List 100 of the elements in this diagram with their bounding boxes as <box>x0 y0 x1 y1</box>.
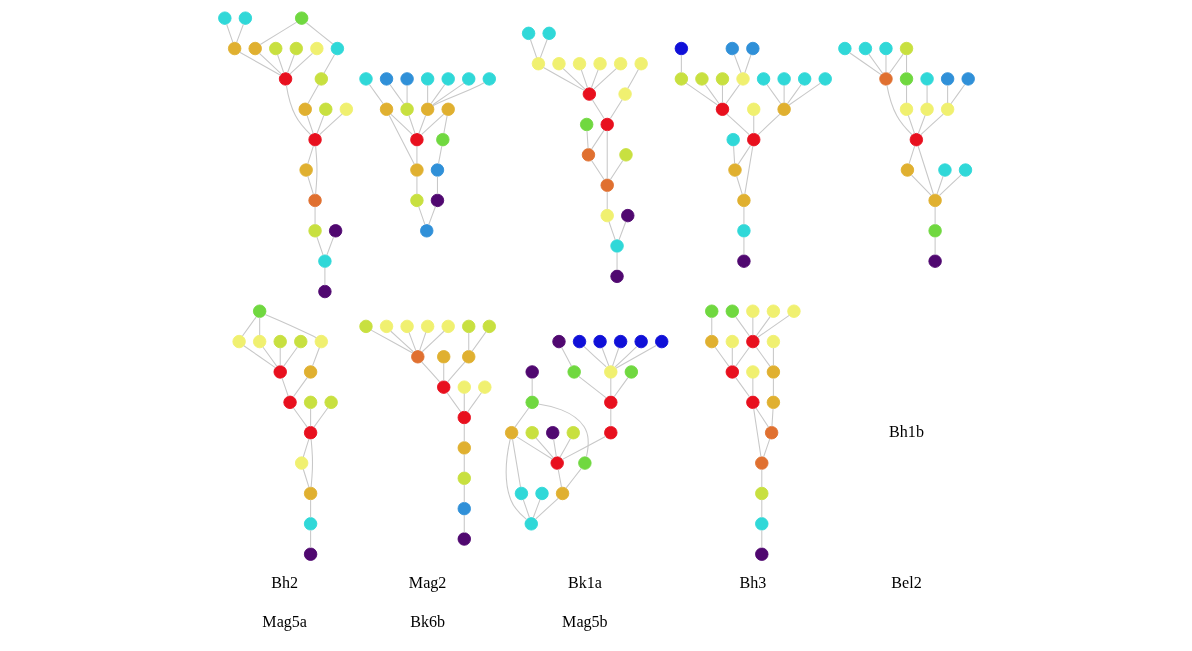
node-circle <box>339 102 353 116</box>
connector <box>742 206 744 225</box>
node-circle <box>736 254 751 268</box>
node-circle <box>715 102 729 116</box>
connector <box>743 145 753 195</box>
node-circle <box>330 41 344 56</box>
node-circle <box>317 284 332 299</box>
node-circle <box>273 334 287 349</box>
connector <box>408 332 416 352</box>
connector <box>724 84 740 105</box>
node-circle <box>746 102 760 116</box>
node-circle <box>298 163 313 177</box>
node-circle <box>674 41 688 56</box>
node-circle <box>268 41 282 56</box>
connector <box>772 347 774 367</box>
node-circle <box>766 304 780 318</box>
node-circle <box>318 102 332 116</box>
node-circle <box>899 102 913 116</box>
connector <box>756 314 790 338</box>
node-circle <box>314 72 328 86</box>
connector <box>407 114 416 135</box>
label: Mag5a <box>261 612 307 630</box>
node-circle <box>797 72 811 86</box>
connector <box>742 236 744 256</box>
node-circle <box>766 334 780 349</box>
node-circle <box>940 72 954 86</box>
connector <box>285 84 311 136</box>
node-circle <box>900 163 914 177</box>
connector <box>685 82 718 106</box>
connector <box>306 145 314 165</box>
node-circle <box>457 501 471 516</box>
connector <box>586 130 589 149</box>
node-circle <box>379 102 393 116</box>
node-circle <box>514 486 528 501</box>
node-circle <box>754 547 768 561</box>
connector <box>522 499 530 519</box>
node-circle <box>399 319 414 334</box>
connector <box>765 84 781 105</box>
connector <box>258 52 282 75</box>
node-circle <box>600 178 614 192</box>
node-circle <box>409 163 424 177</box>
node-circle <box>937 163 952 177</box>
node-circle <box>399 102 414 116</box>
node-circle <box>323 395 338 410</box>
node-circle <box>582 87 596 101</box>
node-circle <box>430 163 444 177</box>
node-circle <box>524 395 539 410</box>
connector <box>557 468 562 488</box>
node-circle <box>704 304 718 318</box>
connector <box>281 377 289 397</box>
node-circle <box>461 350 475 364</box>
connector <box>238 51 281 76</box>
node-circle <box>858 41 872 56</box>
node-circle <box>603 426 617 440</box>
node-circle <box>613 57 627 71</box>
connector <box>601 347 609 367</box>
connector <box>762 438 770 458</box>
connector <box>314 206 316 225</box>
node-circle <box>314 334 328 349</box>
node-circle <box>307 224 322 238</box>
node-circle <box>217 11 232 25</box>
connector <box>760 468 762 488</box>
node-circle <box>736 193 751 208</box>
connector <box>529 38 537 59</box>
node-circle <box>958 163 972 177</box>
node-circle <box>551 334 566 349</box>
node-circle <box>609 239 624 253</box>
connector <box>592 68 617 90</box>
connector <box>552 438 557 458</box>
node-circle <box>524 365 539 379</box>
connector <box>463 453 465 473</box>
node-circle <box>572 334 586 349</box>
connector <box>279 347 281 367</box>
node-circle <box>654 334 668 349</box>
connector <box>561 435 606 460</box>
node-circle <box>252 334 266 349</box>
connector <box>577 375 607 399</box>
node-circle <box>837 41 852 56</box>
connector <box>949 84 965 105</box>
node-circle <box>940 102 954 116</box>
connector <box>537 403 589 458</box>
node-circle <box>764 426 778 440</box>
node-circle <box>289 41 303 56</box>
connector <box>565 467 582 489</box>
node-circle <box>624 365 638 379</box>
node-circle <box>878 41 893 56</box>
connector <box>888 53 904 74</box>
node-circle <box>919 72 934 86</box>
connector <box>289 52 313 75</box>
node-circle <box>600 208 614 223</box>
node-circle <box>736 224 751 238</box>
connector <box>446 361 466 383</box>
connector <box>292 377 308 398</box>
connector <box>388 114 415 165</box>
connector <box>532 499 541 519</box>
node-circle <box>399 72 414 86</box>
connector <box>515 436 553 460</box>
connector <box>511 438 521 488</box>
node-circle <box>786 304 801 318</box>
connector <box>323 267 325 286</box>
